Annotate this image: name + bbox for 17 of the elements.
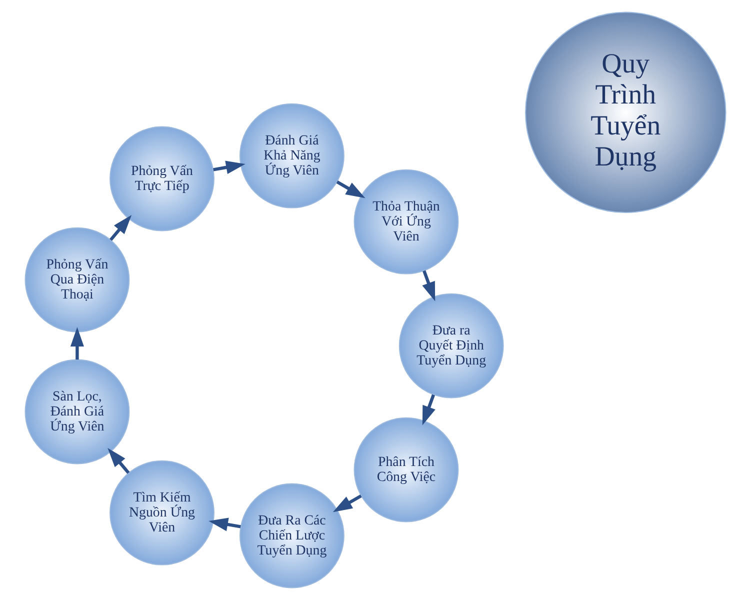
node-circle: Quy Trình Tuyển Dụng <box>524 12 726 214</box>
arrow <box>107 448 130 474</box>
arrow <box>70 327 84 360</box>
arrow <box>332 494 362 512</box>
node-circle: Đánh Giá Khả Năng Ứng Viên <box>239 103 344 208</box>
node-circle: Đưa ra Quyết Định Tuyển Dụng <box>398 293 504 398</box>
arrow <box>422 394 435 426</box>
node-circle: Sàn Lọc, Đánh Giá Ứng Viên <box>24 359 130 464</box>
arrow <box>108 215 132 241</box>
arrow <box>422 270 435 302</box>
arrow <box>208 518 240 532</box>
node-circle: Thỏa Thuận Với Ứng Viên <box>353 169 458 274</box>
node-circle: Đưa Ra Các Chiến Lược Tuyển Dụng <box>239 483 344 588</box>
node-circle: Phỏng Vấn Trực Tiếp <box>109 126 214 232</box>
node-circle: Phân Tích Công Việc <box>353 417 458 522</box>
arrow <box>212 160 245 174</box>
arrow <box>336 180 365 198</box>
